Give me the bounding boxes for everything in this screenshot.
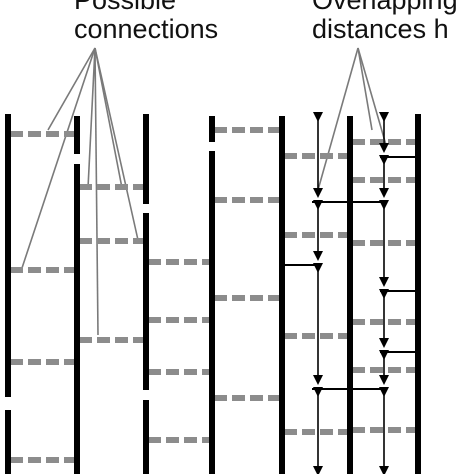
chain-segment — [143, 400, 149, 474]
pointer-line — [357, 47, 373, 131]
chain-segment — [279, 116, 285, 474]
pointer-line — [317, 47, 359, 191]
label-line: connections — [74, 14, 219, 44]
overlapping-distances-label: Overlapping distances h — [312, 0, 458, 44]
pointer-line — [94, 47, 139, 241]
possible-connections-label: Possible connections — [74, 0, 218, 44]
distance-arrows — [313, 112, 389, 474]
pointer-lines — [21, 47, 387, 336]
label-line: distances h — [312, 14, 449, 44]
chain-segment — [74, 116, 80, 154]
label-line: Overlapping — [312, 0, 458, 15]
pointer-line — [94, 47, 99, 336]
pointer-line — [87, 47, 96, 189]
pointer-line — [357, 47, 387, 146]
chain-segment — [143, 114, 149, 204]
chain-segment — [209, 151, 215, 474]
chain-segment — [415, 114, 421, 474]
chain-segment — [143, 213, 149, 390]
chain-segment — [5, 114, 11, 397]
chain-segment — [209, 116, 215, 142]
chains — [5, 114, 421, 474]
connections — [10, 127, 418, 463]
chain-segment — [347, 116, 353, 474]
chain-segment — [5, 410, 11, 474]
chain-segment — [74, 164, 80, 474]
label-line: Possible — [74, 0, 177, 15]
pointer-line — [47, 47, 96, 131]
pointer-line — [21, 47, 96, 269]
